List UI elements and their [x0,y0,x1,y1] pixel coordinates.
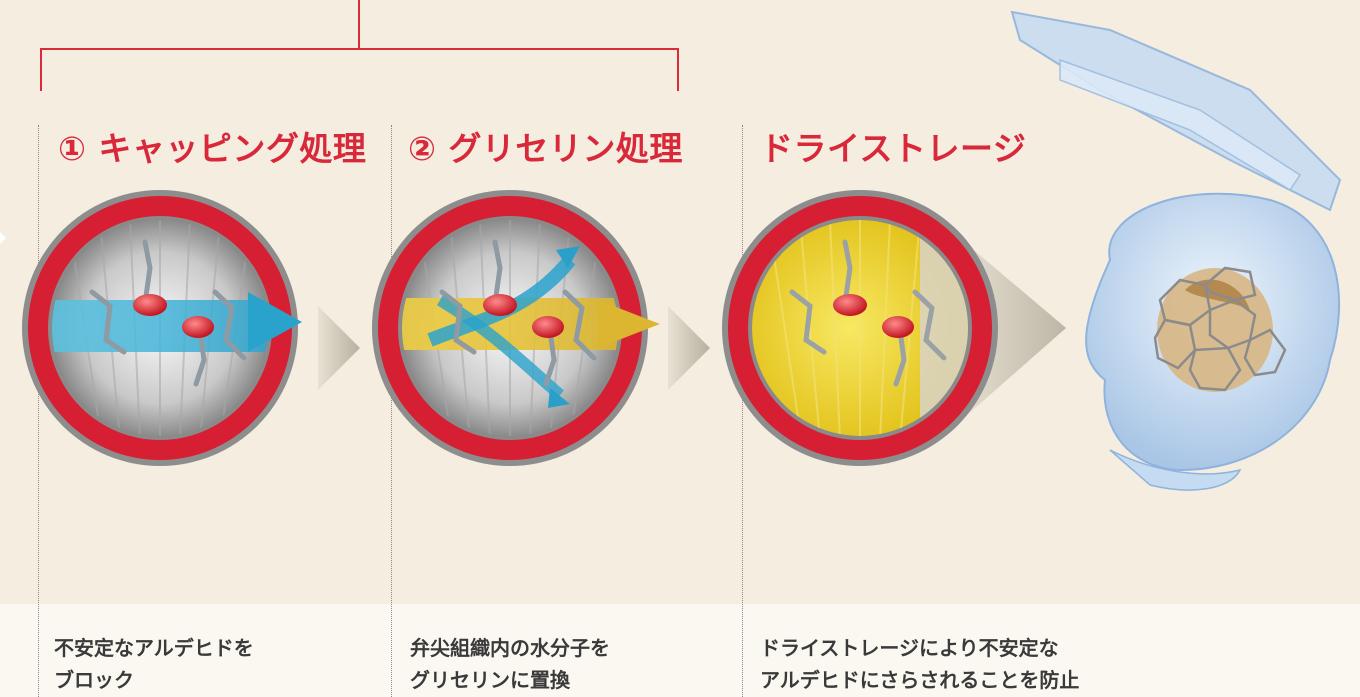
left-arrow-marker [0,232,6,244]
step3-desc-line2: アルデヒドにさらされることを防止 [760,668,1080,692]
step2-desc-line2: グリセリンに置換 [410,668,570,692]
valve-package [1010,10,1342,491]
step3-divider [742,125,743,697]
step1-desc-line1: 不安定なアルデヒドを [54,636,254,660]
step1-divider [38,125,39,697]
arrow-chevron-2 [668,306,710,390]
step3-circle [722,190,1066,466]
step3-description: ドライストレージにより不安定な アルデヒドにさらされることを防止 [760,632,1079,696]
step1-description: 不安定なアルデヒドを ブロック [54,632,254,696]
description-band [0,604,1360,697]
step3-title: ドライストレージ [760,129,1027,168]
step2-title: ② グリセリン処理 [408,129,683,168]
step1-circle [22,190,302,466]
arrow-chevron-1 [318,306,360,390]
step2-divider [391,125,392,697]
step2-desc-line1: 弁尖組織内の水分子を [410,636,610,660]
step2-description: 弁尖組織内の水分子を グリセリンに置換 [410,632,610,696]
bracket-stem [358,0,360,48]
step1-desc-line2: ブロック [54,668,134,692]
step1-title: ① キャッピング処理 [58,129,367,168]
step2-circle [372,190,660,466]
bracket-left-leg [40,48,42,91]
bracket-right-leg [677,48,679,91]
bracket-bar [40,48,679,50]
step3-desc-line1: ドライストレージにより不安定な [760,636,1059,660]
